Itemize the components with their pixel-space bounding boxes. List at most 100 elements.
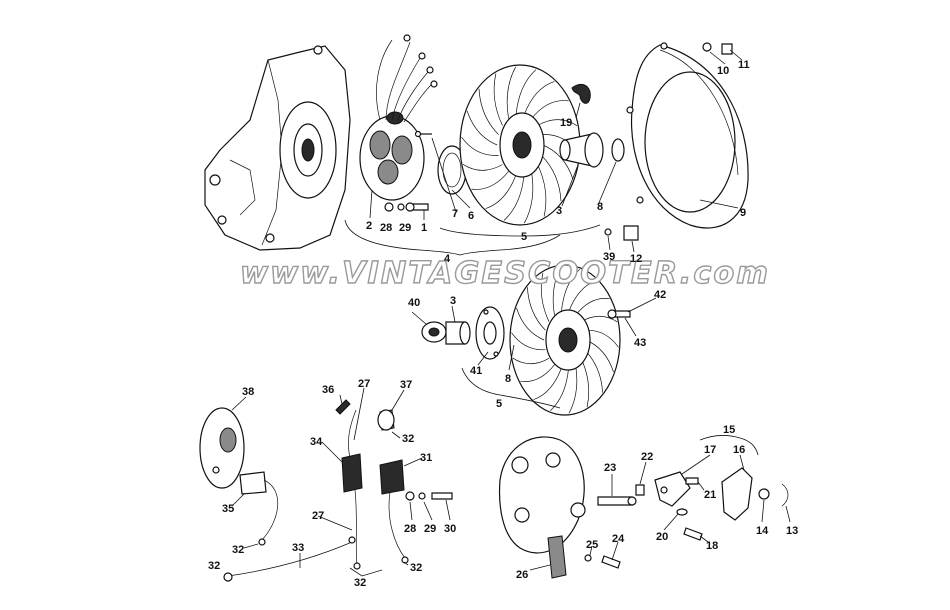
coil-31 xyxy=(379,459,409,564)
callout-5: 5 xyxy=(521,231,527,243)
hub-sleeve xyxy=(559,132,625,168)
lever-16 xyxy=(721,467,753,521)
callout-38: 38 xyxy=(242,386,254,398)
callout-27b: 27 xyxy=(312,510,324,522)
callout-3b: 3 xyxy=(450,295,456,307)
callout-11: 11 xyxy=(738,59,750,71)
bolt-42 xyxy=(607,309,631,319)
fan-blade xyxy=(493,73,503,126)
washer-14 xyxy=(758,488,770,500)
fan-blade xyxy=(550,368,569,411)
wire-33 xyxy=(223,536,356,582)
leader-lines xyxy=(231,49,791,577)
callout-21: 21 xyxy=(704,489,716,501)
callout-42: 42 xyxy=(654,289,666,301)
callout-34: 34 xyxy=(310,436,323,448)
coil-37 xyxy=(377,409,395,431)
fan-blade xyxy=(523,171,534,224)
callout-17: 17 xyxy=(704,444,716,456)
fan-blade xyxy=(466,110,498,146)
spacer-40 xyxy=(421,321,447,343)
fan-blade xyxy=(541,155,562,202)
fan-blade xyxy=(515,69,537,116)
callout-14: 14 xyxy=(756,525,769,537)
callout-13: 13 xyxy=(786,525,798,537)
callout-19: 19 xyxy=(560,117,572,129)
callout-10: 10 xyxy=(717,65,729,77)
screw-22 xyxy=(635,484,645,496)
fan-blade xyxy=(568,280,597,313)
screw-21 xyxy=(685,477,699,485)
callout-32c: 32 xyxy=(208,560,220,572)
callout-43: 43 xyxy=(634,337,646,349)
callout-41: 41 xyxy=(470,365,482,377)
backplate-38 xyxy=(199,407,245,489)
callout-4: 4 xyxy=(444,253,451,265)
fan-blade xyxy=(520,364,555,382)
callout-32e: 32 xyxy=(354,577,366,589)
fan-blade xyxy=(512,357,550,365)
fan-blade xyxy=(537,164,547,217)
fan-blade xyxy=(478,88,499,135)
callout-32b: 32 xyxy=(232,544,244,556)
fan-blade xyxy=(503,174,525,221)
callout-39: 39 xyxy=(603,251,615,263)
callout-2: 2 xyxy=(366,220,372,232)
fan-blade xyxy=(471,171,509,190)
fan-blade xyxy=(516,307,545,341)
callout-26: 26 xyxy=(516,569,528,581)
callout-24: 24 xyxy=(612,533,625,545)
clip-13 xyxy=(781,483,789,507)
callout-36: 36 xyxy=(322,384,334,396)
screws-28-30 xyxy=(405,491,453,501)
callout-23: 23 xyxy=(604,462,616,474)
hub-flange-41 xyxy=(475,306,505,360)
callout-16: 16 xyxy=(733,444,745,456)
callout-15: 15 xyxy=(723,424,735,436)
callout-6: 6 xyxy=(468,210,474,222)
pin-23 xyxy=(597,496,637,506)
callout-30: 30 xyxy=(444,523,456,535)
callout-1: 1 xyxy=(421,222,427,234)
clamp-36 xyxy=(335,399,351,415)
fan-blade xyxy=(552,266,562,316)
fan-blade xyxy=(542,144,574,180)
callout-8: 8 xyxy=(597,201,603,213)
callout-5b: 5 xyxy=(496,398,502,410)
fan-blade xyxy=(531,100,569,119)
fan-blade xyxy=(506,66,517,119)
callout-27: 27 xyxy=(358,378,370,390)
fan-blade xyxy=(461,136,499,156)
gasket-ring xyxy=(414,130,467,195)
callout-29b: 29 xyxy=(424,523,436,535)
condenser-35 xyxy=(239,471,279,546)
callout-29: 29 xyxy=(399,222,411,234)
flywheel-fan-top xyxy=(459,64,581,226)
fan-blade xyxy=(527,287,546,331)
fan-blade xyxy=(511,332,546,351)
callout-12: 12 xyxy=(630,253,642,265)
housing-26 xyxy=(498,436,586,579)
fan-blade xyxy=(523,81,555,116)
fan-blade xyxy=(568,364,578,414)
callout-25: 25 xyxy=(586,539,598,551)
clip-19 xyxy=(571,83,591,104)
washer-20 xyxy=(676,508,688,516)
flywheel-fan-middle xyxy=(509,264,621,416)
callout-20: 20 xyxy=(656,531,668,543)
fan-blade xyxy=(537,119,578,126)
callout-35: 35 xyxy=(222,503,234,515)
fan-blade xyxy=(540,272,550,322)
fan-blade xyxy=(533,367,562,400)
fan-blade xyxy=(485,174,517,209)
fan-blade xyxy=(462,164,503,171)
fan-cover xyxy=(626,42,749,229)
cover-screw-11 xyxy=(702,42,733,55)
callout-22: 22 xyxy=(641,451,653,463)
watermark-text: www.VINTAGESCOOTER.com xyxy=(240,256,770,291)
callout-32d: 32 xyxy=(410,562,422,574)
screw-18 xyxy=(683,527,703,541)
stator-screws xyxy=(384,202,429,212)
callout-33: 33 xyxy=(292,542,304,554)
